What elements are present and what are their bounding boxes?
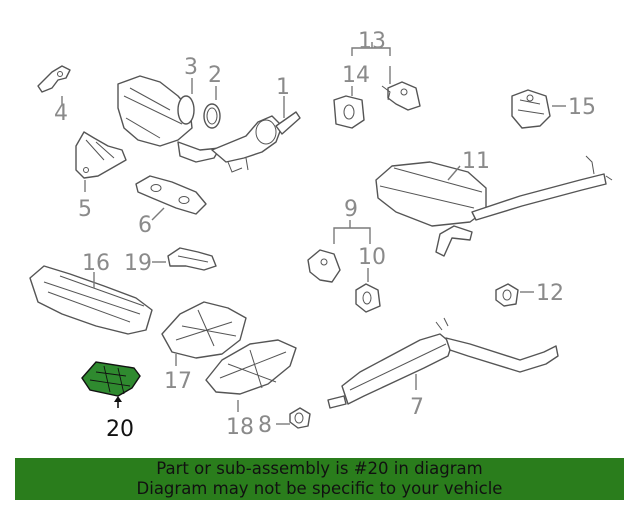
callout-9: 9: [344, 197, 358, 222]
callout-20: 20: [106, 417, 134, 442]
callout-5: 5: [78, 197, 92, 222]
banner-line-2: Diagram may not be specific to your vehi…: [136, 479, 503, 498]
part-4-bracket: [37, 65, 71, 93]
callout-10: 10: [358, 245, 386, 270]
callout-18: 18: [226, 415, 254, 440]
part-20-heat-shield-highlighted[interactable]: [81, 361, 141, 397]
callout-3: 3: [184, 55, 198, 80]
part-2-gasket: [203, 103, 221, 129]
callout-6: 6: [138, 213, 152, 238]
callout-8: 8: [258, 413, 272, 438]
part-14-rubber-isolator: [333, 95, 365, 129]
callout-17: 17: [164, 369, 192, 394]
part-12-isolator: [495, 283, 519, 307]
part-17-heat-shield: [161, 301, 247, 359]
part-3-catalytic-converter: [117, 75, 221, 163]
banner-line-1: Part or sub-assembly is #20 in diagram: [156, 459, 483, 478]
callout-2: 2: [208, 63, 222, 88]
callout-16: 16: [82, 251, 110, 276]
callout-15: 15: [568, 95, 596, 120]
part-5-bracket: [75, 131, 127, 179]
part-13-hanger-bracket: [381, 81, 421, 111]
callout-4: 4: [54, 101, 68, 126]
callout-1: 1: [276, 75, 290, 100]
part-18-heat-shield: [205, 339, 297, 395]
callout-7: 7: [410, 395, 424, 420]
part-11-rear-muffler: [375, 155, 613, 257]
part-15-isolator-bracket: [511, 89, 551, 129]
callout-13: 13: [358, 29, 386, 54]
part-19-heat-shield: [167, 247, 217, 271]
callout-14: 14: [342, 63, 370, 88]
part-1-front-pipe: [211, 111, 301, 173]
part-10-rubber-isolator: [355, 283, 381, 313]
part-8-clamp: [289, 407, 311, 429]
callout-19: 19: [124, 251, 152, 276]
part-16-heat-shield: [29, 265, 153, 335]
callout-12: 12: [536, 281, 564, 306]
part-9-hanger-bracket: [307, 249, 341, 283]
callout-11: 11: [462, 149, 490, 174]
part-7-intermediate-pipe: [327, 317, 559, 409]
part-6-gasket-plate: [135, 175, 207, 215]
info-banner: Part or sub-assembly is #20 in diagram D…: [15, 458, 624, 500]
